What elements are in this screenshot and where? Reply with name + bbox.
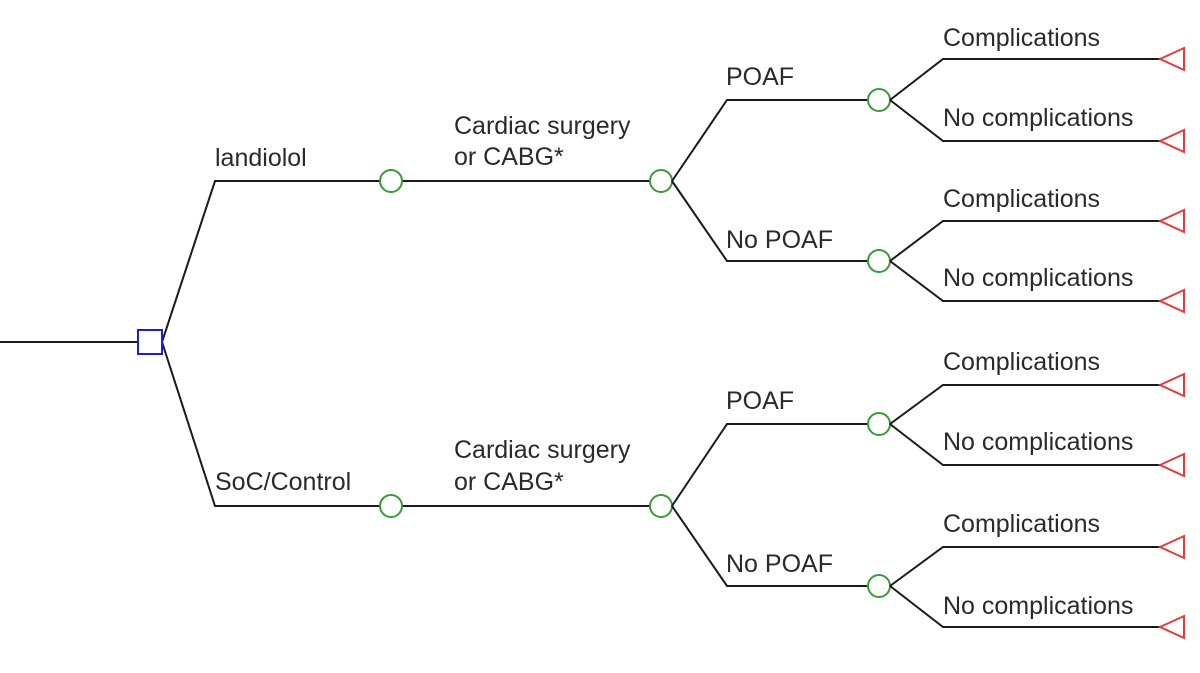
outcome-label-no-complications: No complications [943, 428, 1133, 456]
chance-node-circle[interactable] [867, 412, 891, 436]
terminal-node-triangle[interactable] [1157, 208, 1185, 234]
edge-to-complications [889, 220, 1160, 262]
procedure-label-line1: Cardiac surgery [454, 436, 631, 464]
chance-node-circle[interactable] [867, 88, 891, 112]
edge-to-complications [889, 384, 1160, 425]
edge-to-poaf [671, 423, 868, 507]
root-branch [0, 180, 380, 507]
edge-to-no-complications [889, 260, 1160, 302]
strategy-label-landiolol: landiolol [215, 144, 307, 172]
terminal-node-triangle[interactable] [1157, 288, 1185, 314]
terminal-node-triangle[interactable] [1157, 372, 1185, 398]
chance-node-circle[interactable] [867, 249, 891, 273]
chance-node-circle[interactable] [867, 574, 891, 598]
terminal-node-triangle[interactable] [1157, 46, 1185, 72]
procedure-label-line2: or CABG* [454, 143, 564, 171]
strategy-soc-control: SoC/Control Cardiac surgery or CABG* POA… [215, 348, 1185, 640]
chance-node-circle[interactable] [379, 494, 403, 518]
outcome-label-no-complications: No complications [943, 592, 1133, 620]
terminal-node-triangle[interactable] [1157, 452, 1185, 478]
terminal-node-triangle[interactable] [1157, 128, 1185, 154]
edge-to-no-complications [889, 585, 1160, 628]
edge-to-poaf [671, 99, 868, 182]
no-poaf-label: No POAF [726, 226, 833, 254]
edge-to-no-poaf [671, 180, 868, 262]
edge-root-to-landiolol [161, 180, 380, 343]
poaf-label: POAF [726, 63, 794, 91]
outcome-label-no-complications: No complications [943, 264, 1133, 292]
outcome-label-complications: Complications [943, 24, 1100, 52]
edge-root-to-soc-control [161, 341, 380, 507]
chance-node-circle[interactable] [649, 169, 673, 193]
outcome-label-complications: Complications [943, 348, 1100, 376]
decision-node-square[interactable] [137, 329, 163, 355]
chance-node-circle[interactable] [379, 169, 403, 193]
edge-to-no-poaf [671, 505, 868, 587]
chance-node-circle[interactable] [649, 494, 673, 518]
outcome-label-complications: Complications [943, 185, 1100, 213]
terminal-node-triangle[interactable] [1157, 614, 1185, 640]
outcome-label-no-complications: No complications [943, 104, 1133, 132]
no-poaf-label: No POAF [726, 550, 833, 578]
edge-to-complications [889, 58, 1160, 101]
procedure-label-line1: Cardiac surgery [454, 112, 631, 140]
terminal-node-triangle[interactable] [1157, 534, 1185, 560]
strategy-label-soc-control: SoC/Control [215, 468, 351, 496]
edge-to-no-complications [889, 423, 1160, 466]
edge-to-no-complications [889, 99, 1160, 142]
poaf-label: POAF [726, 387, 794, 415]
procedure-label-line2: or CABG* [454, 468, 564, 496]
edge-to-complications [889, 546, 1160, 587]
strategy-landiolol: landiolol Cardiac surgery or CABG* POAF … [215, 24, 1185, 314]
outcome-label-complications: Complications [943, 510, 1100, 538]
